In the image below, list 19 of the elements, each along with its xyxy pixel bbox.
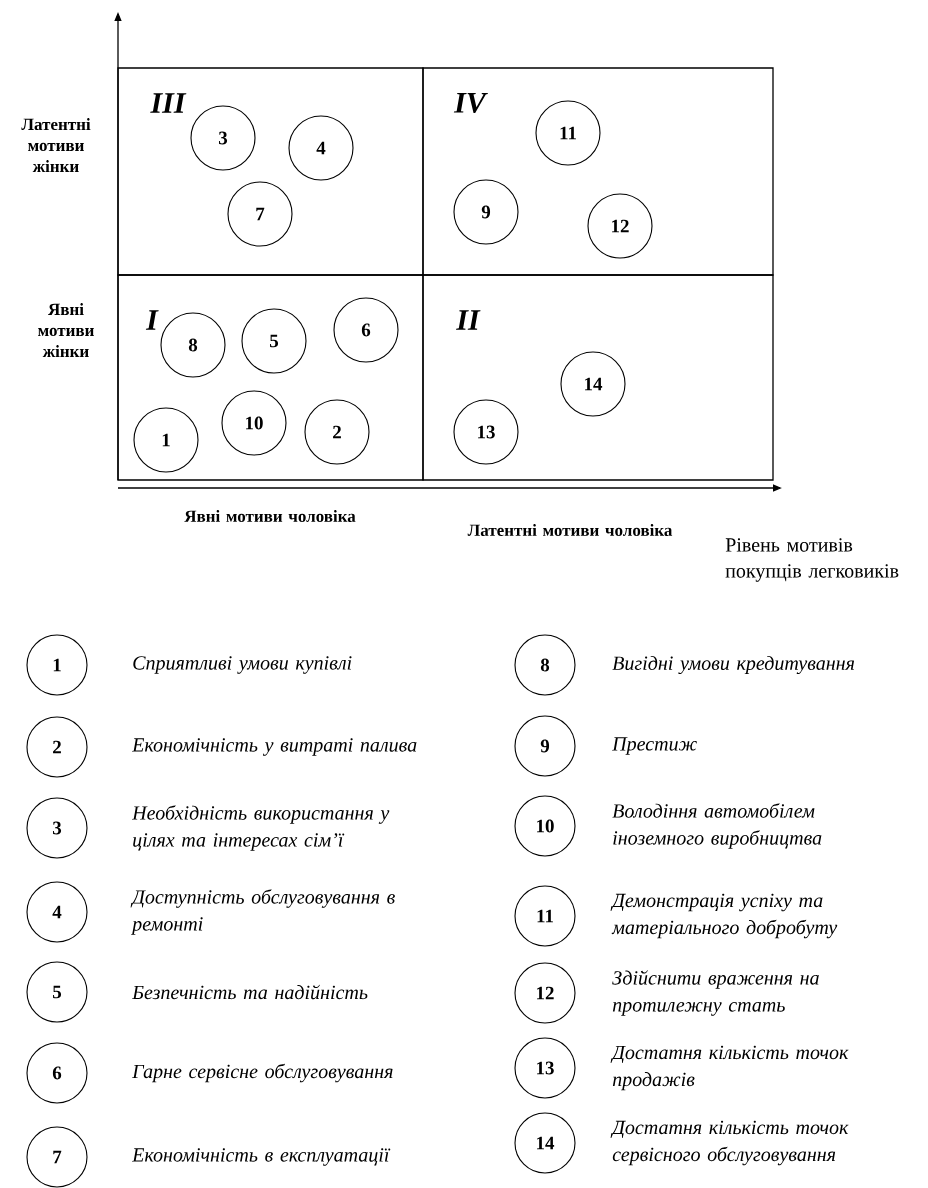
legend-text: Володіння автомобілем іноземного виробництва xyxy=(612,803,822,849)
legend-text: Економічність у витраті палива xyxy=(131,738,417,756)
legend-text: Економічність в експлуатації xyxy=(131,1148,391,1166)
axis-label: Рівень мотивів покупців легковиків xyxy=(725,538,899,582)
legend-text: Сприятливі умови купівлі xyxy=(133,656,352,674)
axis-label: Латентні мотиви жінки xyxy=(21,118,91,172)
axis-label: Явні мотиви чоловіка xyxy=(184,510,356,522)
legend-text: Необхідність використання у цілях та інтересах сім’ї xyxy=(132,805,390,851)
legend-text: Безпечність та надійність xyxy=(131,984,368,1000)
legend-text: Престиж xyxy=(612,737,697,755)
legend-text: Доступність обслуговування в ремонті xyxy=(130,889,395,935)
legend-text: Здійснити враження на протилежну стать xyxy=(612,970,819,1016)
legend-text: Демонстрація успіху та матеріального добробуту xyxy=(610,893,838,939)
legend-text: Достатня кількість точок сервісного обслуговування xyxy=(610,1120,849,1166)
axis-label: Латентні мотиви чоловіка xyxy=(467,524,673,536)
legend-text: Достатня кількість точок продажів xyxy=(610,1045,849,1091)
axis-label: Явні мотиви жінки xyxy=(38,303,94,357)
legend-text: Вигідні умови кредитування xyxy=(612,655,855,675)
legend-text: Гарне сервісне обслуговування xyxy=(132,1063,393,1083)
